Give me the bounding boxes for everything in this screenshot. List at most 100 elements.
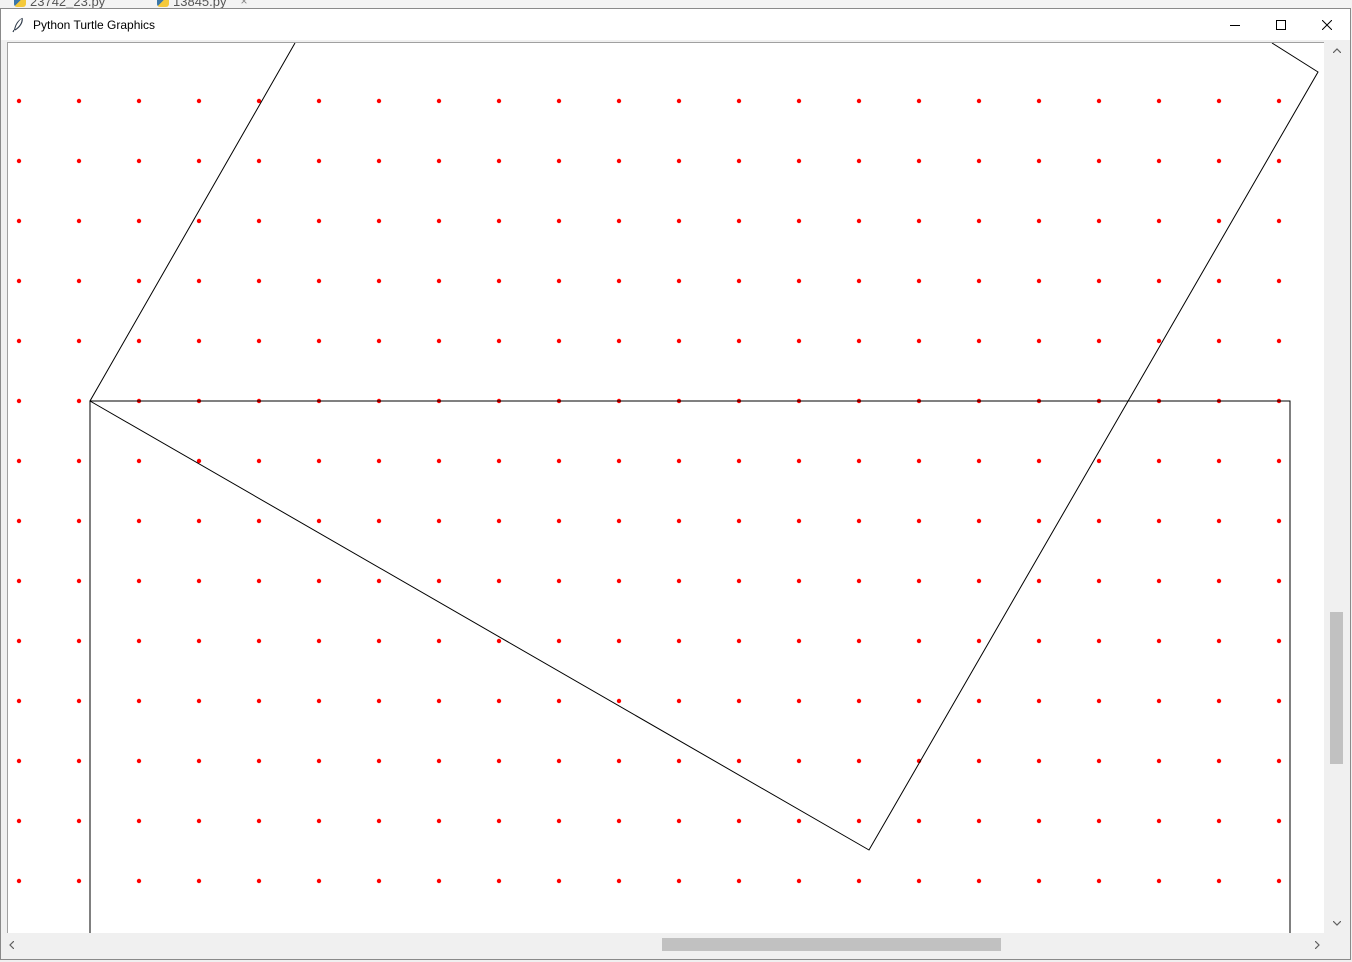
grid-dot <box>856 578 862 584</box>
scroll-down-arrow-icon[interactable] <box>1328 915 1345 932</box>
horizontal-scroll-thumb[interactable] <box>662 938 1001 951</box>
grid-dot <box>496 218 502 224</box>
grid-dot <box>736 758 742 764</box>
grid-dot <box>496 758 502 764</box>
grid-dot <box>1036 638 1042 644</box>
grid-dot <box>256 638 262 644</box>
grid-dot <box>1156 758 1162 764</box>
grid-dot <box>1096 278 1102 284</box>
grid-dot <box>916 578 922 584</box>
title-bar[interactable]: Python Turtle Graphics <box>1 9 1350 40</box>
grid-dot <box>16 278 22 284</box>
grid-dot <box>436 878 442 884</box>
editor-tab[interactable]: 13845.py × <box>157 0 248 9</box>
minimize-button[interactable] <box>1212 9 1258 40</box>
grid-dot <box>1276 338 1282 344</box>
grid-dot <box>736 278 742 284</box>
grid-dot <box>1036 698 1042 704</box>
grid-dot <box>196 98 202 104</box>
grid-dot <box>856 518 862 524</box>
grid-dot <box>496 638 502 644</box>
grid-dot <box>196 758 202 764</box>
grid-dot <box>256 698 262 704</box>
grid-dot <box>616 278 622 284</box>
window-title: Python Turtle Graphics <box>33 17 156 32</box>
grid-dot <box>16 398 22 404</box>
grid-dot <box>1216 518 1222 524</box>
grid-dot <box>1096 818 1102 824</box>
grid-dot <box>76 698 82 704</box>
grid-dot <box>436 518 442 524</box>
grid-dot <box>136 218 142 224</box>
grid-dot <box>616 638 622 644</box>
grid-dot <box>976 218 982 224</box>
scroll-up-arrow-icon[interactable] <box>1328 42 1345 59</box>
grid-dot <box>496 338 502 344</box>
grid-dot <box>796 698 802 704</box>
grid-dot <box>316 878 322 884</box>
grid-dot <box>496 698 502 704</box>
grid-dot <box>376 98 382 104</box>
grid-dot <box>376 338 382 344</box>
grid-dot <box>256 758 262 764</box>
grid-dot <box>556 698 562 704</box>
grid-dot <box>676 818 682 824</box>
minimize-icon <box>1230 24 1240 26</box>
grid-dot <box>376 158 382 164</box>
grid-dot <box>316 338 322 344</box>
vertical-scrollbar[interactable] <box>1328 42 1345 932</box>
grid-dot <box>376 758 382 764</box>
grid-dot <box>1096 518 1102 524</box>
grid-dot <box>136 878 142 884</box>
grid-dot <box>196 218 202 224</box>
turtle-canvas-frame[interactable] <box>7 42 1324 933</box>
grid-dot <box>136 278 142 284</box>
grid-dot <box>916 98 922 104</box>
grid-dot <box>496 578 502 584</box>
editor-tab[interactable]: 23742_23.py <box>14 0 105 9</box>
grid-dot <box>976 758 982 764</box>
grid-dot <box>1156 518 1162 524</box>
grid-dot <box>676 878 682 884</box>
grid-dot <box>76 278 82 284</box>
grid-dot <box>736 698 742 704</box>
horizontal-scrollbar[interactable] <box>1 936 1328 953</box>
grid-dot <box>376 638 382 644</box>
grid-dot <box>256 818 262 824</box>
grid-dot <box>736 458 742 464</box>
grid-dot <box>856 278 862 284</box>
grid-dot <box>676 158 682 164</box>
grid-dot <box>796 98 802 104</box>
grid-dot <box>556 278 562 284</box>
grid-dot <box>316 638 322 644</box>
window-controls <box>1212 9 1350 40</box>
grid-dot <box>916 278 922 284</box>
grid-dot <box>616 578 622 584</box>
grid-dot <box>976 578 982 584</box>
grid-dot <box>616 818 622 824</box>
grid-dot <box>1276 578 1282 584</box>
maximize-button[interactable] <box>1258 9 1304 40</box>
grid-dot <box>856 158 862 164</box>
tab-close-icon[interactable]: × <box>240 0 248 8</box>
grid-dot <box>736 98 742 104</box>
grid-dot <box>736 818 742 824</box>
grid-dot <box>76 758 82 764</box>
grid-dot <box>556 578 562 584</box>
grid-dot <box>796 758 802 764</box>
vertical-scroll-thumb[interactable] <box>1330 612 1343 764</box>
grid-dot <box>736 338 742 344</box>
grid-dot <box>1156 818 1162 824</box>
scroll-right-arrow-icon[interactable] <box>1309 936 1326 953</box>
scroll-left-arrow-icon[interactable] <box>3 936 20 953</box>
grid-dot <box>436 338 442 344</box>
grid-dot <box>436 458 442 464</box>
grid-dot <box>676 458 682 464</box>
grid-dot <box>136 698 142 704</box>
grid-dot <box>1276 98 1282 104</box>
grid-dot <box>1156 278 1162 284</box>
grid-dot <box>1036 278 1042 284</box>
turtle-canvas[interactable] <box>8 43 1324 933</box>
grid-dot <box>76 398 82 404</box>
close-button[interactable] <box>1304 9 1350 40</box>
